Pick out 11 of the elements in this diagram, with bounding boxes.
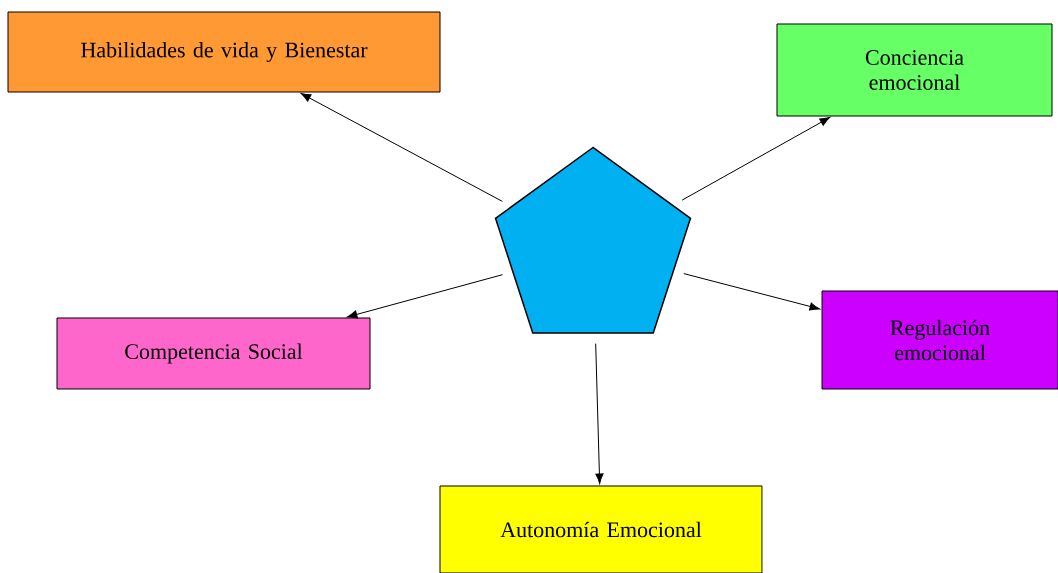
arrow <box>346 274 504 319</box>
text-box: Competencia Social <box>56 317 371 390</box>
arrow <box>300 93 503 202</box>
pentagon <box>494 146 692 334</box>
text-box: Habilidades de vida y Bienestar <box>7 11 441 93</box>
arrow <box>595 343 604 484</box>
text-box: Autonomía Emocional <box>439 485 763 573</box>
text-box: Conciencia emocional <box>776 23 1053 117</box>
text-box: Regulación emocional <box>821 290 1058 390</box>
arrow <box>681 117 831 201</box>
arrow <box>683 273 820 311</box>
